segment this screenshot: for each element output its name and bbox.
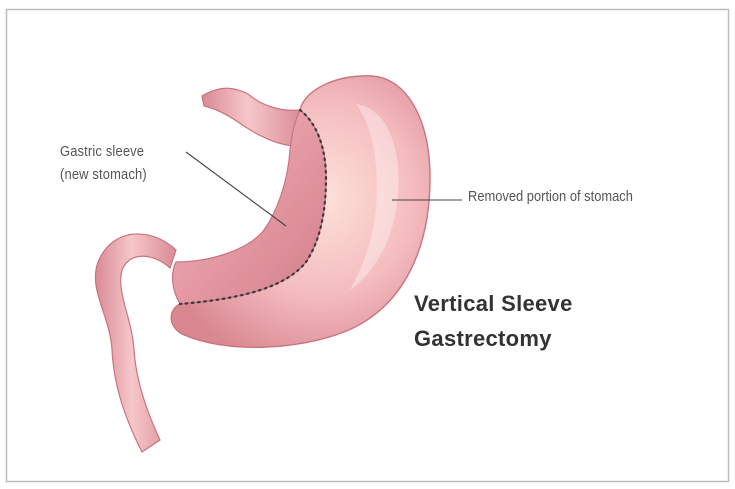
duodenum (95, 234, 176, 452)
diagram-title: Vertical Sleeve Gastrectomy (414, 286, 573, 356)
removed-portion-label: Removed portion of stomach (468, 187, 633, 207)
diagram-title-line-2: Gastrectomy (414, 321, 573, 356)
gastric-sleeve-label-line-1: Gastric sleeve (60, 140, 147, 163)
gastric-sleeve-label: Gastric sleeve (new stomach) (60, 140, 147, 186)
esophagus (202, 88, 304, 146)
diagram-title-line-1: Vertical Sleeve (414, 286, 573, 321)
gastric-sleeve-label-line-2: (new stomach) (60, 163, 147, 186)
sleeve-leader-line (186, 152, 286, 226)
